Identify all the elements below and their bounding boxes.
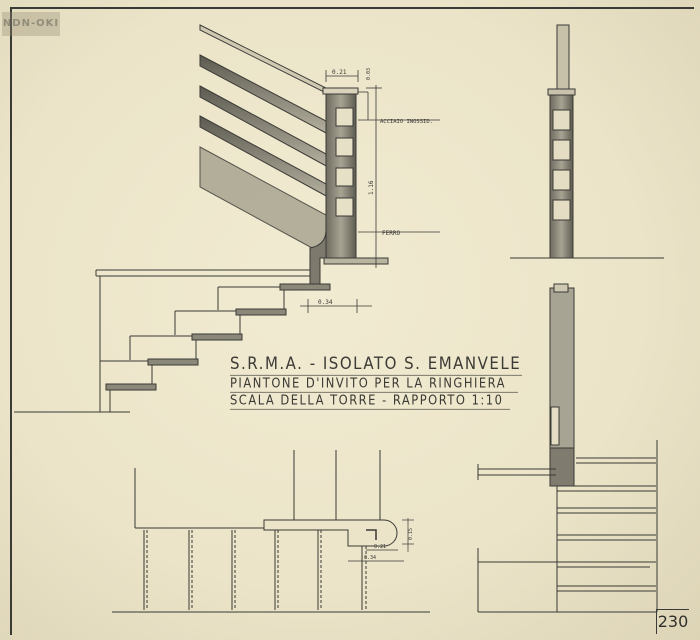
title-line-project: S.R.M.A. - ISOLATO S. EMANVELE [230, 353, 522, 376]
svg-text:0.21: 0.21 [374, 544, 386, 550]
title-line-scale: SCALA DELLA TORRE - RAPPORTO 1:10 [230, 390, 510, 410]
svg-text:0.15: 0.15 [408, 528, 414, 540]
railing-section [14, 24, 389, 413]
svg-text:0.03: 0.03 [366, 68, 372, 80]
dimensions [300, 70, 440, 313]
sheet-number: 230 [656, 609, 689, 634]
svg-text:1.16: 1.16 [368, 180, 375, 195]
post-side-elevation [477, 283, 658, 613]
archive-stamp: NDN-OKI [2, 12, 60, 36]
svg-text:ACCIAIO INOSSID.: ACCIAIO INOSSID. [380, 119, 433, 125]
post-front-elevation [510, 24, 664, 259]
plan-view [112, 450, 430, 613]
drawing-border [10, 7, 694, 635]
svg-text:0.21: 0.21 [332, 69, 347, 76]
svg-text:0.34: 0.34 [364, 555, 376, 561]
svg-text:FERRO: FERRO [382, 230, 400, 237]
title-block: S.R.M.A. - ISOLATO S. EMANVELE PIANTONE … [230, 353, 530, 410]
svg-text:0.34: 0.34 [318, 299, 333, 306]
title-line-subject: PIANTONE D'INVITO PER LA RINGHIERA [230, 373, 518, 393]
